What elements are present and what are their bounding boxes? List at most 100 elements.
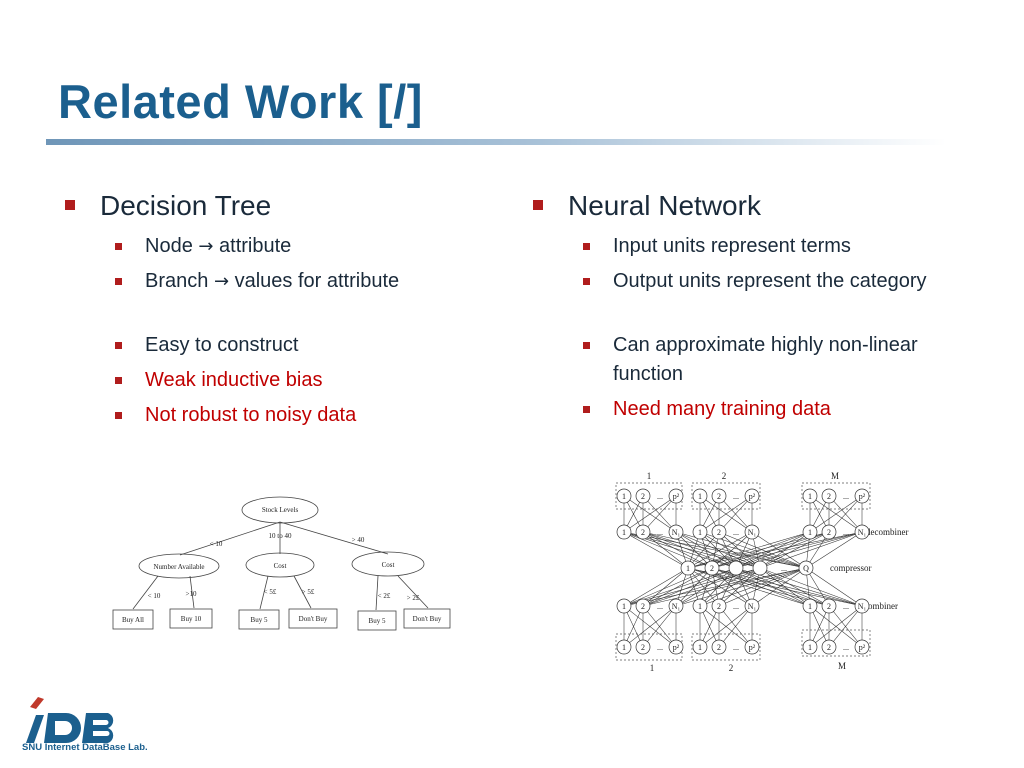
right-arrow-icon: → [198, 236, 214, 257]
nn-unit-label: N₁ [748, 602, 757, 611]
nn-connection [718, 531, 761, 569]
bullet-square-icon [533, 200, 543, 210]
nn-unit [802, 639, 818, 655]
nn-connection [759, 567, 811, 607]
nn-group-label: M [831, 471, 839, 481]
nn-group-box [801, 629, 871, 657]
slide-title: Related Work [/] [58, 75, 423, 128]
nn-group-box [691, 633, 761, 661]
nn-group-box [615, 633, 683, 661]
bullet-square-icon [583, 278, 590, 285]
nn-connection [623, 605, 644, 648]
nn-unit [616, 488, 632, 504]
nn-unit-label: 1 [622, 528, 626, 537]
nn-unit [668, 598, 684, 614]
nn-connection [675, 567, 713, 607]
nn-connection [699, 567, 761, 607]
nn-group-label: M [838, 661, 846, 671]
bullet-square-icon [583, 243, 590, 250]
nn-connection [809, 605, 830, 648]
nn-unit [668, 488, 684, 504]
list-item: Need many training data [579, 395, 950, 424]
nn-unit [854, 639, 870, 655]
tree-leaf [403, 608, 451, 629]
nn-unit-label: 1 [622, 643, 626, 652]
tree-leaf-label: Buy All [122, 616, 144, 624]
nn-connection [718, 605, 753, 648]
tree-leaf [288, 608, 338, 629]
nn-connection [642, 567, 807, 607]
nn-connection [699, 605, 753, 648]
tree-node [138, 553, 220, 579]
nn-unit-label: 1 [698, 602, 702, 611]
nn-unit [616, 524, 632, 540]
nn-ellipsis: ... [781, 564, 787, 573]
nn-unit-label: 2 [717, 602, 721, 611]
right-arrow-icon: → [213, 271, 230, 292]
bullet-square-icon [115, 377, 122, 384]
nn-connection [809, 605, 863, 648]
nn-group-box [691, 482, 761, 510]
nn-connection [642, 567, 761, 607]
nn-ellipsis: ... [657, 528, 663, 537]
bullet-square-icon [115, 342, 122, 349]
nn-connection [642, 605, 677, 648]
tree-edge-label: < 5£ [264, 588, 277, 596]
list-item: Weak inductive bias [111, 366, 482, 395]
tree-node-label: Number Available [154, 563, 205, 571]
nn-unit-label: 1 [622, 602, 626, 611]
nn-connection [711, 531, 753, 569]
tree-leaf-label: Buy 10 [181, 615, 202, 623]
list-item: Branch → values for attribute [111, 267, 482, 296]
nn-unit [635, 488, 651, 504]
tree-node [245, 552, 315, 578]
tree-edge-label: < 10 [148, 592, 161, 600]
nn-connection [642, 531, 737, 569]
tree-leaf [238, 609, 280, 630]
nn-unit-label: 2 [717, 492, 721, 501]
nn-connection [675, 567, 761, 607]
nn-connection [718, 567, 761, 607]
nn-connection [751, 531, 807, 569]
nn-connection [623, 531, 689, 569]
nn-unit-label: 2 [827, 602, 831, 611]
nn-connection [805, 567, 863, 607]
nn-connection [699, 531, 737, 569]
nn-unit [692, 598, 708, 614]
nn-connection [711, 567, 753, 607]
nn-unit [752, 560, 768, 576]
nn-unit [854, 524, 870, 540]
nn-group-box [801, 482, 871, 510]
logo-caption: SNU Internet DataBase Lab. [22, 742, 148, 753]
nn-connection [623, 605, 677, 648]
nn-connection [642, 531, 807, 569]
nn-unit-label: p² [673, 643, 680, 652]
nn-unit [744, 488, 760, 504]
nn-unit [821, 639, 837, 655]
nn-connection [623, 567, 807, 607]
tree-edge-label: < 2£ [378, 592, 391, 600]
nn-unit-label: 2 [827, 643, 831, 652]
neural-network-heading: Neural Network [530, 190, 950, 222]
nn-connection [711, 567, 811, 607]
nn-unit [711, 598, 727, 614]
nn-connection [675, 567, 737, 607]
nn-unit-label: 2 [641, 602, 645, 611]
nn-connection [699, 531, 761, 569]
nn-unit [668, 524, 684, 540]
nn-unit [711, 639, 727, 655]
list-item: Easy to construct [111, 331, 482, 360]
right-column: Neural Network Input units represent ter… [530, 190, 950, 430]
nn-unit-label: 2 [641, 643, 645, 652]
bullet-square-icon [115, 278, 122, 285]
nn-unit-label: 1 [808, 528, 812, 537]
nn-connection [735, 531, 811, 569]
tree-edge-label: > 2£ [407, 594, 420, 602]
nn-group-label: 2 [722, 471, 727, 481]
nn-unit-label: 2 [827, 492, 831, 501]
nn-unit-label: 2 [641, 528, 645, 537]
nn-unit [692, 488, 708, 504]
tree-root-node [241, 496, 319, 524]
nn-unit [616, 639, 632, 655]
list-item: Can approximate highly non-linear functi… [579, 331, 950, 389]
